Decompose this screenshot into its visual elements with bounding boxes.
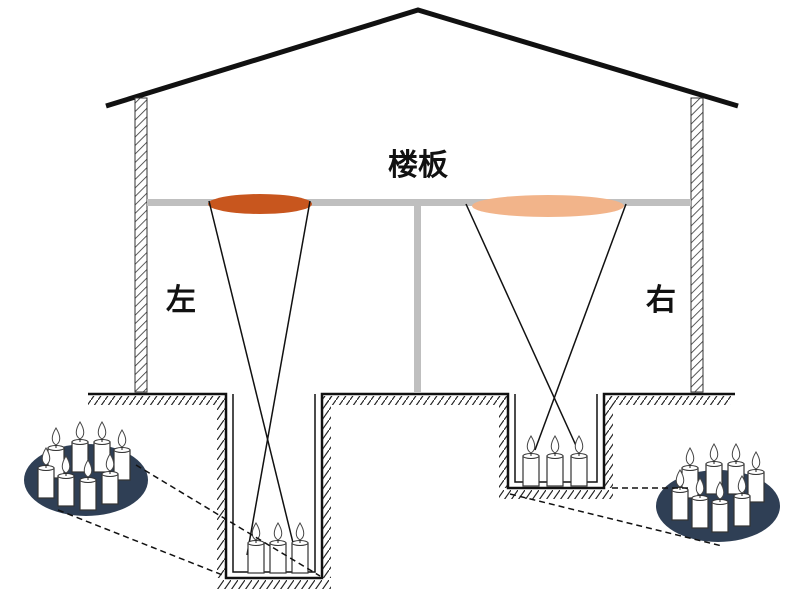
left-pit-candles: [247, 522, 309, 574]
left-flame-cone: [208, 200, 311, 556]
left-burn-spot: [208, 194, 312, 214]
right-candle-cluster: [656, 443, 780, 542]
ground-hatching: [88, 396, 731, 589]
ground: [88, 392, 735, 580]
center-column: [414, 206, 421, 392]
left-candle-cluster: [24, 421, 148, 516]
left-wall: [134, 97, 148, 393]
roof: [105, 7, 739, 109]
right-wall: [690, 97, 704, 393]
left-label: 左: [166, 283, 196, 318]
right-flame-cone: [465, 203, 627, 451]
right-pit-candles: [522, 435, 588, 487]
floor-slab-label: 楼板: [388, 148, 448, 183]
floor-slab: [147, 199, 691, 206]
pit-walls: [232, 394, 598, 573]
right-label: 右: [646, 283, 676, 318]
right-burn-spot: [472, 195, 624, 217]
callout-lines: [57, 464, 723, 577]
